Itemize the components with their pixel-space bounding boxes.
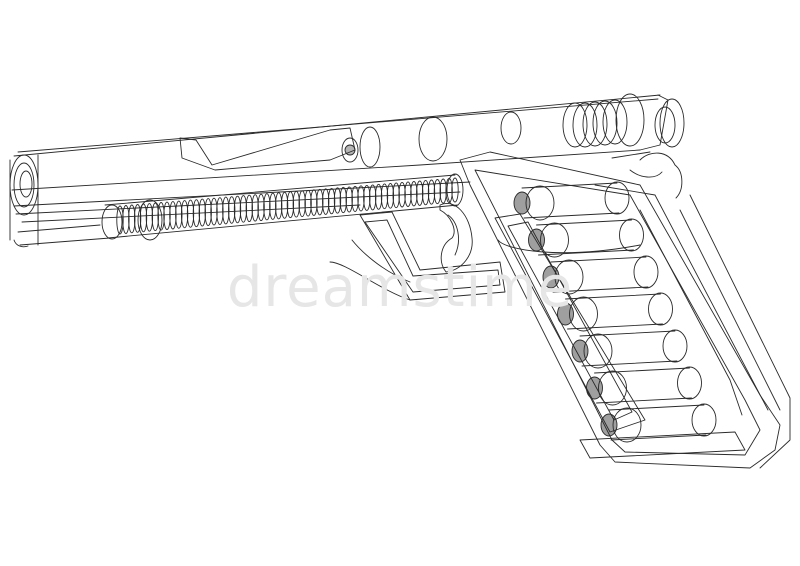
spring-coil <box>245 194 253 223</box>
cartridge <box>586 366 702 406</box>
guide-rod <box>101 173 464 241</box>
spring-coil <box>186 199 195 228</box>
spring-coil <box>175 200 183 229</box>
spring-coil <box>180 200 189 229</box>
spring-coil <box>421 179 430 206</box>
spring-coil <box>327 187 336 215</box>
cartridge <box>513 181 630 221</box>
spring-coil <box>310 189 318 216</box>
trigger <box>439 203 473 273</box>
spring-coil <box>122 205 130 234</box>
cartridge <box>600 403 717 443</box>
spring-coil <box>280 191 289 219</box>
spring-coil <box>404 181 412 207</box>
cartridge <box>557 292 673 332</box>
magazine-rounds <box>513 181 717 443</box>
recoil-spring <box>116 177 459 235</box>
spring-coil <box>263 193 271 221</box>
spring-coil <box>233 195 242 224</box>
spring-coil <box>316 188 324 216</box>
spring-coil <box>251 194 259 222</box>
spring-coil <box>145 203 154 232</box>
spring-coil <box>451 177 459 203</box>
spring-coil <box>374 183 383 210</box>
spring-coil <box>339 186 347 214</box>
spring-coil <box>410 181 418 207</box>
spring-coil <box>210 197 218 226</box>
spring-coil <box>116 205 124 235</box>
spring-coil <box>322 188 330 215</box>
spring-coil <box>198 198 206 227</box>
spring-coil <box>298 190 306 218</box>
spring-coil <box>304 189 312 217</box>
spring-coil <box>163 201 171 230</box>
spring-coil <box>257 193 265 222</box>
slide <box>9 93 685 248</box>
cartridge <box>571 329 688 369</box>
spring-coil <box>239 195 248 223</box>
spring-coil <box>439 178 447 204</box>
spring-coil <box>416 180 424 206</box>
spring-coil <box>269 192 277 220</box>
cartridge <box>528 218 644 258</box>
spring-coil <box>380 183 389 210</box>
spring-coil <box>286 191 295 219</box>
cartridge <box>542 255 659 295</box>
spring-coil <box>427 179 436 205</box>
spring-coil <box>333 187 342 214</box>
spring-coil <box>192 199 201 228</box>
spring-coil <box>369 184 377 211</box>
spring-coil <box>357 185 365 212</box>
spring-coil <box>392 182 400 209</box>
spring-coil <box>157 202 165 231</box>
spring-coil <box>222 196 230 225</box>
spring-coil <box>169 201 177 230</box>
spring-coil <box>345 186 353 213</box>
spring-coil <box>363 184 371 211</box>
spring-coil <box>386 182 395 209</box>
spring-coil <box>398 181 406 208</box>
spring-coil <box>133 204 142 233</box>
spring-coil <box>139 203 148 233</box>
spring-coil <box>216 197 224 225</box>
grip-frame <box>459 151 791 469</box>
spring-coil <box>275 192 283 220</box>
trigger-guard <box>329 211 506 301</box>
spring-coil <box>204 198 212 227</box>
spring-coil <box>433 179 442 205</box>
spring-coil <box>228 196 236 224</box>
spring-coil <box>292 190 300 218</box>
spring-coil <box>351 185 359 212</box>
spring-coil <box>128 204 136 234</box>
spring-coil <box>151 202 159 232</box>
